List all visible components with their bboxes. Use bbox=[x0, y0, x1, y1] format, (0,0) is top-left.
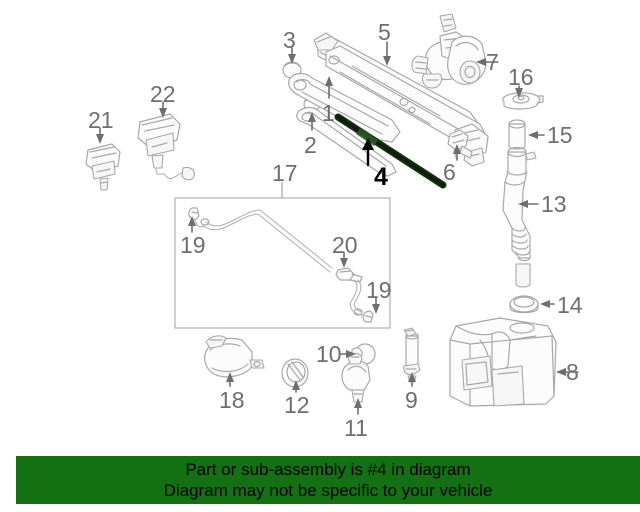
part-9-level-sensor bbox=[403, 327, 421, 383]
callout-label-19b: 19 bbox=[366, 277, 392, 303]
washer-hose-assembly bbox=[200, 209, 367, 317]
part-4-wiper-blade-highlighted bbox=[334, 113, 447, 189]
callout-label-13: 13 bbox=[541, 191, 567, 217]
callout-label-1: 1 bbox=[322, 100, 335, 126]
group-box-17 bbox=[174, 182, 391, 329]
part-21-washer-nozzle bbox=[85, 143, 121, 191]
callout-label-7: 7 bbox=[486, 49, 499, 75]
callout-label-22: 22 bbox=[150, 81, 176, 107]
callout-label-18: 18 bbox=[219, 387, 245, 413]
callout-label-20: 20 bbox=[332, 232, 358, 258]
part-7-wiper-motor bbox=[411, 13, 487, 89]
callout-label-2: 2 bbox=[304, 132, 317, 158]
callout-label-15: 15 bbox=[547, 122, 573, 148]
part-19a-hose-connector bbox=[188, 207, 205, 228]
callout-label-8: 8 bbox=[566, 359, 579, 385]
part-19b-hose-connector bbox=[362, 310, 374, 323]
part-14-seal-ring bbox=[509, 295, 539, 314]
notice-line-part-number: Part or sub-assembly is #4 in diagram bbox=[185, 460, 471, 479]
part-6-bolt bbox=[447, 129, 473, 159]
callout-label-10: 10 bbox=[316, 341, 342, 367]
callout-label-4: 4 bbox=[374, 163, 388, 191]
callout-label-19a: 19 bbox=[180, 232, 206, 258]
part-12-grommet bbox=[281, 358, 309, 388]
callout-label-12: 12 bbox=[284, 392, 310, 418]
part-13-filler-neck bbox=[502, 146, 537, 288]
part-1-wiper-arm bbox=[288, 72, 401, 143]
callout-label-9: 9 bbox=[405, 387, 418, 413]
callout-label-16: 16 bbox=[508, 64, 534, 90]
callout-arrows bbox=[96, 41, 579, 415]
callout-label-21: 21 bbox=[88, 107, 114, 133]
part-5-wiper-linkage bbox=[296, 32, 489, 177]
part-11-washer-pump bbox=[341, 352, 371, 403]
notice-line-disclaimer: Diagram may not be specific to your vehi… bbox=[163, 481, 493, 500]
callout-label-5: 5 bbox=[378, 19, 391, 45]
callout-label-6: 6 bbox=[443, 159, 456, 185]
callout-label-11: 11 bbox=[344, 415, 368, 441]
callout-label-14: 14 bbox=[557, 292, 583, 318]
notice-banner: Part or sub-assembly is #4 in diagram Di… bbox=[16, 456, 640, 504]
part-15-grommet bbox=[508, 119, 526, 150]
part-22-washer-nozzle-hose bbox=[137, 113, 195, 181]
callout-label-3: 3 bbox=[283, 27, 296, 53]
part-16-cap bbox=[502, 92, 544, 110]
part-18-cover bbox=[204, 335, 265, 378]
callout-label-17: 17 bbox=[272, 160, 298, 186]
part-8-washer-reservoir bbox=[449, 317, 557, 407]
